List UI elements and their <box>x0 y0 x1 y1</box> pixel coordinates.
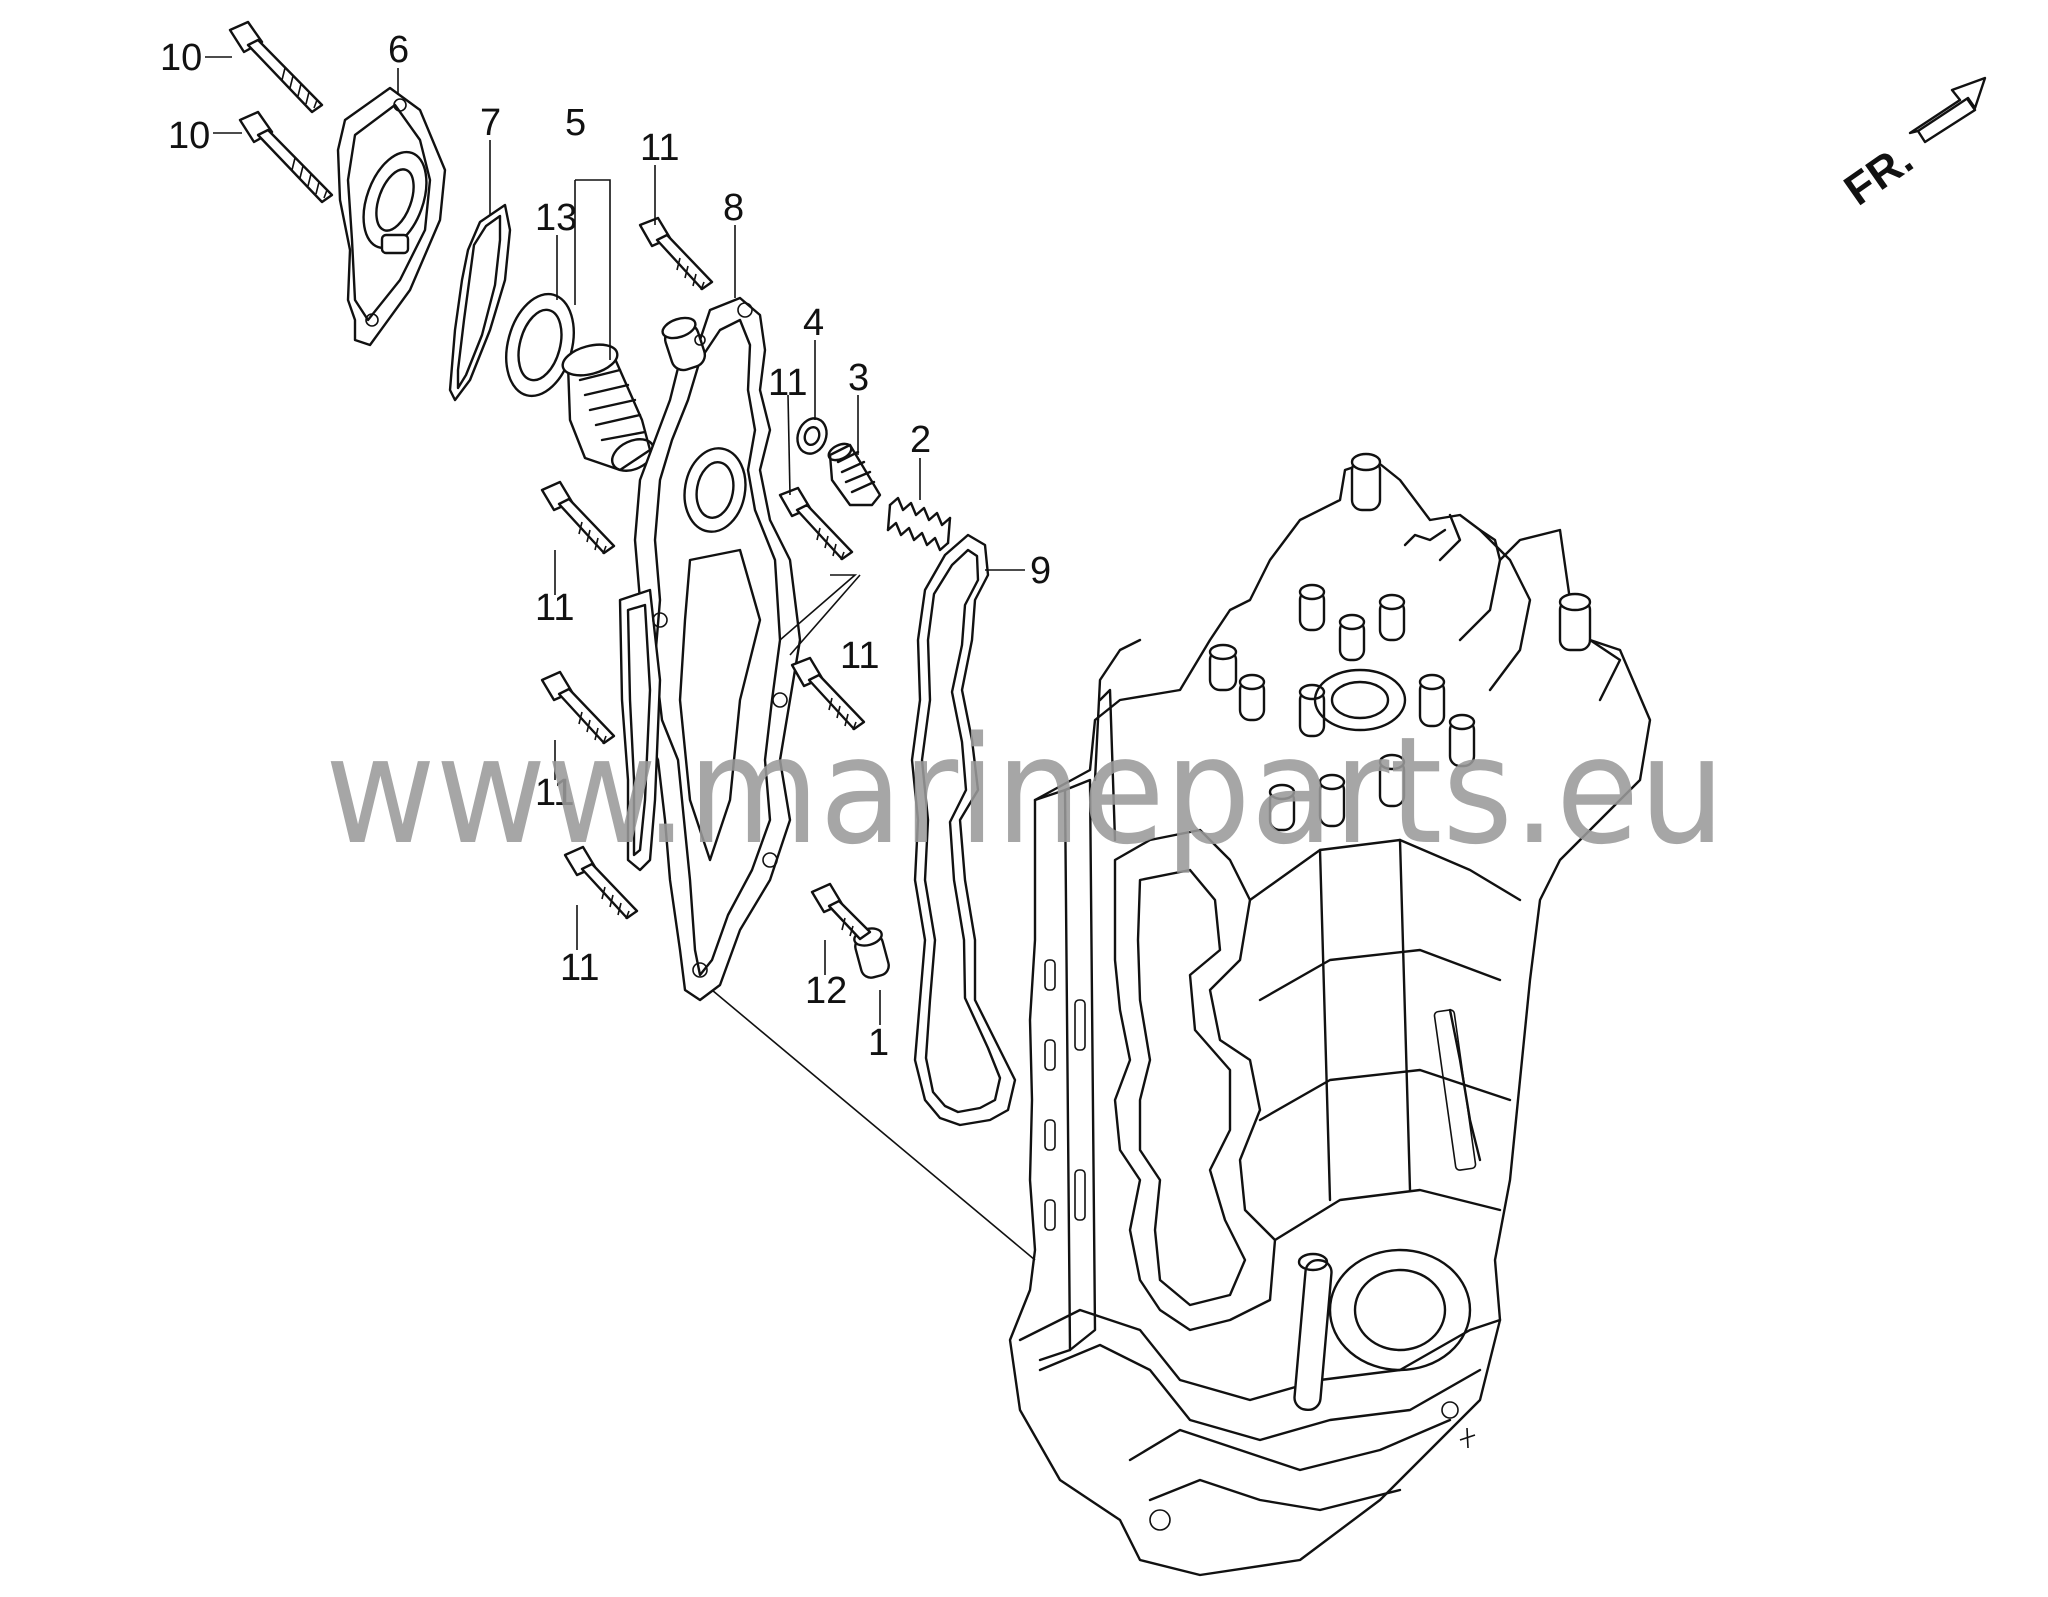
thermostat-housing <box>618 296 802 1002</box>
callout-3: 3 <box>848 357 869 399</box>
callout-10b: 10 <box>168 115 210 157</box>
callout-11c: 11 <box>535 587 574 629</box>
callout-11a: 11 <box>640 127 679 169</box>
callout-1: 1 <box>868 1022 889 1064</box>
watermark-text: www.marineparts.eu <box>325 705 1725 877</box>
relief-valve <box>827 442 882 507</box>
bolt-12 <box>810 882 872 941</box>
bolt-11f <box>563 845 639 920</box>
front-direction-arrow: FR. <box>1836 76 1987 215</box>
callout-6: 6 <box>388 29 409 71</box>
housing-gasket <box>910 533 1017 1127</box>
callout-8: 8 <box>723 187 744 229</box>
bolt-10b <box>238 110 334 204</box>
bolt-10a <box>228 20 324 114</box>
callout-10a: 10 <box>160 37 202 79</box>
thermostat-cover <box>336 86 447 347</box>
leader-line <box>699 979 1036 1261</box>
callout-leaders <box>205 56 1025 1025</box>
bolt-11e <box>790 656 866 731</box>
bolts <box>228 20 872 941</box>
callout-labels: 10 10 6 7 5 13 11 8 4 3 2 11 9 11 11 11 … <box>160 29 1051 1064</box>
callout-7: 7 <box>480 102 501 144</box>
callout-11b: 11 <box>768 362 807 404</box>
bolt-11a <box>638 216 714 291</box>
cylinder-block <box>1008 452 1652 1577</box>
relief-spring <box>886 496 952 552</box>
washer <box>796 417 828 455</box>
callout-11e: 11 <box>535 772 574 814</box>
front-direction-label: FR. <box>1836 134 1922 215</box>
block-top-bosses <box>1208 452 1592 832</box>
thermostat <box>561 343 655 472</box>
callout-13: 13 <box>535 197 577 239</box>
callout-12: 12 <box>805 970 847 1012</box>
callout-9: 9 <box>1030 550 1051 592</box>
callout-11f: 11 <box>560 947 599 989</box>
bolt-11b <box>540 480 616 555</box>
callout-4: 4 <box>803 302 824 344</box>
callout-2: 2 <box>910 419 931 461</box>
callout-11d: 11 <box>840 635 879 677</box>
block-face-holes <box>1044 959 1086 1231</box>
cover-o-ring <box>448 203 512 402</box>
callout-5: 5 <box>565 102 586 144</box>
bolt-11d <box>540 670 616 745</box>
bolt-11c <box>778 486 854 561</box>
